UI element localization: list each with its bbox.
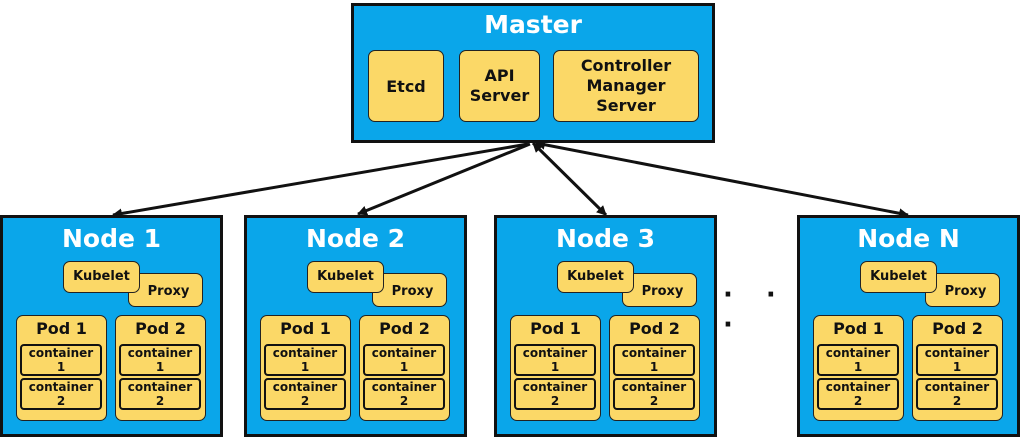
kubelet-box: Kubelet [557,261,634,293]
kubelet-label: Kubelet [870,269,927,284]
pod-title: Pod 1 [36,319,87,338]
container-label: container 1 [371,346,437,374]
container-label: container 2 [272,380,338,408]
etcd-box: Etcd [368,50,444,122]
arrow-master-node2 [357,142,531,216]
proxy-box: Proxy [372,273,447,307]
container-box: container 1 [119,344,201,376]
container-box: container 1 [514,344,596,376]
pod-title: Pod 2 [135,319,186,338]
pod-box: Pod 1 container 1 container 2 [813,315,904,421]
proxy-box: Proxy [128,273,203,307]
node-title: Node 3 [555,224,656,253]
node-title: Node 2 [305,224,406,253]
proxy-label: Proxy [641,284,684,299]
pod-box: Pod 1 container 1 container 2 [16,315,107,421]
pod-title: Pod 1 [530,319,581,338]
node-box: Node 3 Proxy Kubelet Pod 1 container 1 c… [494,215,717,437]
container-label: container 1 [621,346,687,374]
container-box: container 2 [363,378,445,410]
container-label: container 2 [924,380,990,408]
kubelet-label: Kubelet [567,269,624,284]
pod-box: Pod 2 container 1 container 2 [912,315,1003,421]
container-box: container 2 [514,378,596,410]
api-server-label: API Server [469,66,530,105]
container-label: container 2 [621,380,687,408]
container-label: container 1 [825,346,891,374]
pod-box: Pod 1 container 1 container 2 [510,315,601,421]
container-label: container 2 [127,380,193,408]
pod-title: Pod 1 [833,319,884,338]
arrow-master-nodeN [535,139,909,219]
kubelet-label: Kubelet [317,269,374,284]
node-box: Node 1 Proxy Kubelet Pod 1 container 1 c… [0,215,223,437]
container-box: container 2 [817,378,899,410]
container-box: container 2 [264,378,346,410]
container-label: container 1 [127,346,193,374]
container-box: container 2 [20,378,102,410]
container-box: container 1 [916,344,998,376]
pod-title: Pod 2 [932,319,983,338]
pod-box: Pod 2 container 1 container 2 [609,315,700,421]
controller-manager-box: Controller Manager Server [553,50,699,122]
container-box: container 1 [613,344,695,376]
pod-box: Pod 1 container 1 container 2 [260,315,351,421]
node-title: Node 1 [61,224,162,253]
arrow-master-node1 [112,142,529,219]
container-label: container 2 [28,380,94,408]
pod-title: Pod 2 [379,319,430,338]
controller-manager-label: Controller Manager Server [580,56,672,115]
node-title: Node N [857,224,960,253]
proxy-label: Proxy [944,284,987,299]
node-box: Node 2 Proxy Kubelet Pod 1 container 1 c… [244,215,467,437]
container-label: container 1 [522,346,588,374]
container-box: container 1 [20,344,102,376]
container-box: container 2 [119,378,201,410]
container-box: container 2 [613,378,695,410]
node-box: Node N Proxy Kubelet Pod 1 container 1 c… [797,215,1020,437]
container-box: container 1 [264,344,346,376]
container-box: container 2 [916,378,998,410]
container-box: container 1 [363,344,445,376]
master-box: Master Etcd API Server Controller Manage… [351,3,715,143]
kubelet-box: Kubelet [307,261,384,293]
pod-box: Pod 2 container 1 container 2 [359,315,450,421]
kubelet-box: Kubelet [860,261,937,293]
more-nodes-ellipsis: · · · [723,280,788,340]
etcd-label: Etcd [386,76,426,96]
pod-box: Pod 2 container 1 container 2 [115,315,206,421]
proxy-box: Proxy [622,273,697,307]
container-box: container 1 [817,344,899,376]
proxy-label: Proxy [391,284,434,299]
kubelet-label: Kubelet [73,269,130,284]
container-label: container 1 [924,346,990,374]
api-server-box: API Server [459,50,540,122]
master-title: Master [484,10,582,39]
pod-title: Pod 1 [280,319,331,338]
container-label: container 1 [272,346,338,374]
container-label: container 2 [371,380,437,408]
container-label: container 1 [28,346,94,374]
pod-title: Pod 2 [629,319,680,338]
kubelet-box: Kubelet [63,261,140,293]
container-label: container 2 [825,380,891,408]
container-label: container 2 [522,380,588,408]
proxy-label: Proxy [147,284,190,299]
